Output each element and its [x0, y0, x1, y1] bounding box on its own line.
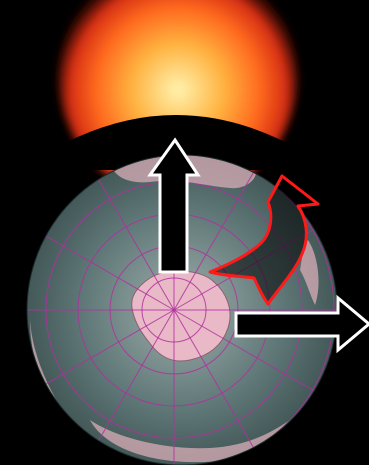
meridian-line [173, 309, 322, 396]
antarctica [131, 270, 231, 362]
meridian-line [173, 162, 260, 311]
up-arrow [147, 137, 201, 274]
meridian-line [27, 309, 175, 396]
meridian-line [173, 309, 260, 458]
meridian-line [88, 309, 175, 458]
meridian-line [27, 224, 175, 311]
land-bottom [90, 420, 290, 463]
meridian-line [88, 162, 175, 311]
curved-rotation-arrow [208, 174, 320, 306]
right-arrow [234, 294, 369, 354]
land-right [300, 240, 319, 305]
